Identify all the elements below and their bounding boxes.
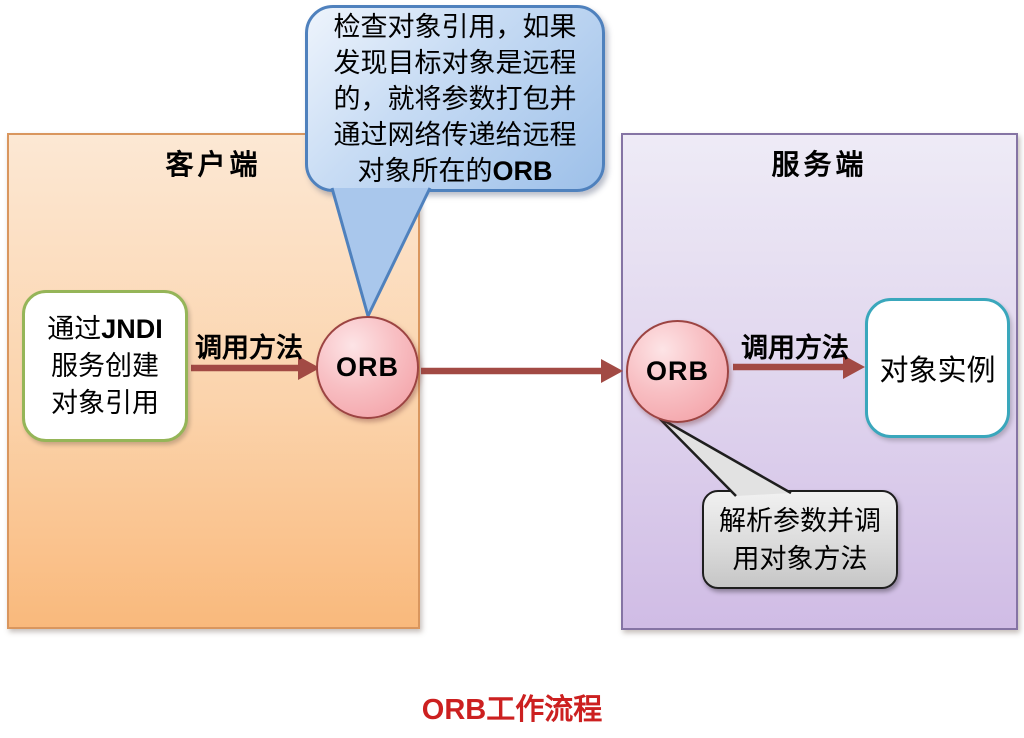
server-orb-circle: ORB (626, 320, 729, 423)
network-arrow (421, 359, 623, 383)
object-instance-box: 对象实例 (865, 298, 1010, 438)
client-panel-label: 客户端 (165, 149, 262, 180)
server-callout-line1: 解析参数并调 (719, 505, 881, 536)
diagram-title: ORB工作流程 (421, 694, 603, 726)
network-callout-line5: 对象所在的ORB (357, 155, 553, 186)
server-call-arrow-label: 调用方法 (741, 333, 849, 363)
network-callout-bubble: 检查对象引用，如果 发现目标对象是远程 的，就将参数打包并 通过网络传递给远程 … (305, 5, 605, 192)
jndi-box-line2: 服务创建 (51, 350, 159, 381)
server-callout-bubble: 解析参数并调 用对象方法 (702, 490, 898, 589)
jndi-box-line3: 对象引用 (51, 387, 159, 418)
network-callout-line4: 通过网络传递给远程 (333, 119, 577, 150)
jndi-box: 通过JNDI 服务创建 对象引用 (22, 290, 188, 442)
client-orb-label: ORB (336, 352, 399, 382)
network-callout-line3: 的，就将参数打包并 (333, 83, 577, 114)
network-callout-line2: 发现目标对象是远程 (333, 47, 577, 78)
server-panel-label: 服务端 (771, 149, 868, 180)
client-orb-circle: ORB (316, 316, 419, 419)
network-callout-line1: 检查对象引用，如果 (333, 11, 577, 42)
server-orb-label: ORB (646, 356, 709, 386)
network-arrow-head (601, 359, 623, 383)
server-callout-line2: 用对象方法 (732, 543, 868, 574)
jndi-box-line1: 通过JNDI (47, 313, 163, 344)
client-call-arrow-label: 调用方法 (195, 333, 303, 363)
